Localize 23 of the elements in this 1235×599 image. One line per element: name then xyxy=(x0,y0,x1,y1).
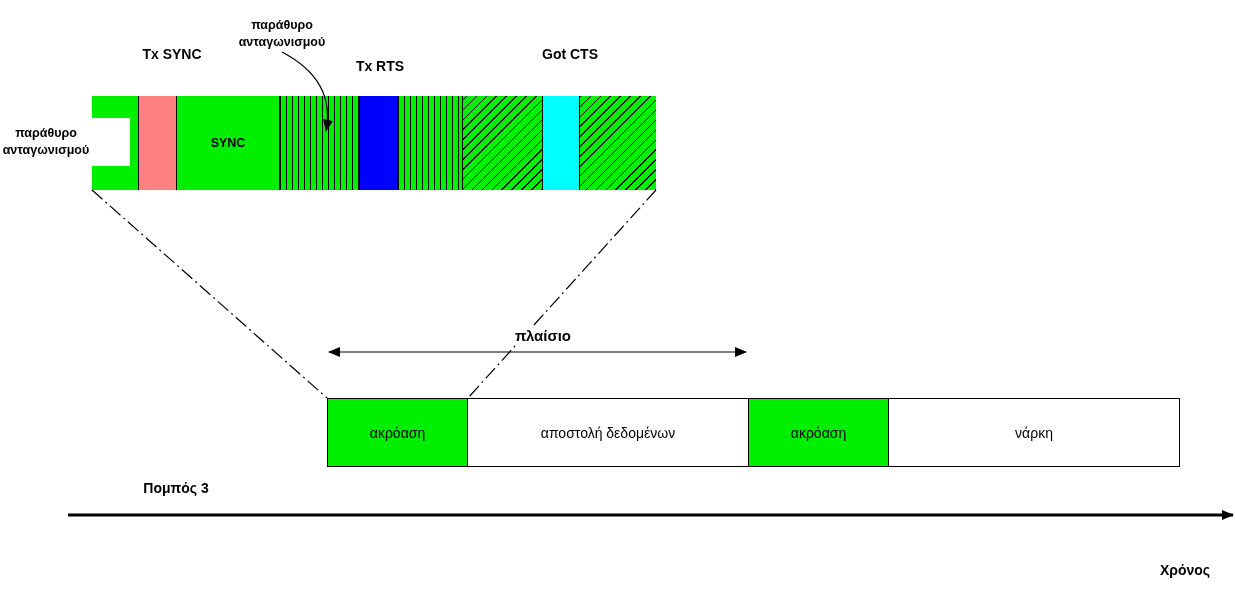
text-label: Πομπός 3 xyxy=(142,480,210,496)
time-slot-box: ακρόαση xyxy=(748,398,889,467)
time-segment xyxy=(543,96,580,190)
time-segment xyxy=(139,96,177,190)
arrow xyxy=(281,51,333,132)
text-label: Tx SYNC xyxy=(141,46,203,62)
time-slot-box: αποστολή δεδομένων xyxy=(467,398,749,467)
text-label: Got CTS xyxy=(541,46,599,62)
time-segment xyxy=(580,96,656,190)
time-segment: SYNC xyxy=(177,96,280,190)
text-label: Χρόνος xyxy=(1158,562,1212,578)
time-slot-box: ακρόαση xyxy=(327,398,468,467)
callout-text: παράθυρο ανταγωνισμού xyxy=(214,16,350,52)
time-segment xyxy=(92,96,139,190)
time-segment xyxy=(280,96,360,190)
time-segment xyxy=(360,96,398,190)
timeline-bar xyxy=(92,96,656,190)
zoom-line xyxy=(467,189,657,399)
time-slot-box: νάρκη xyxy=(888,398,1180,467)
time-segment xyxy=(463,96,543,190)
zoom-line xyxy=(91,189,328,399)
time-segment xyxy=(398,96,463,190)
text-label: Tx RTS xyxy=(354,58,406,74)
